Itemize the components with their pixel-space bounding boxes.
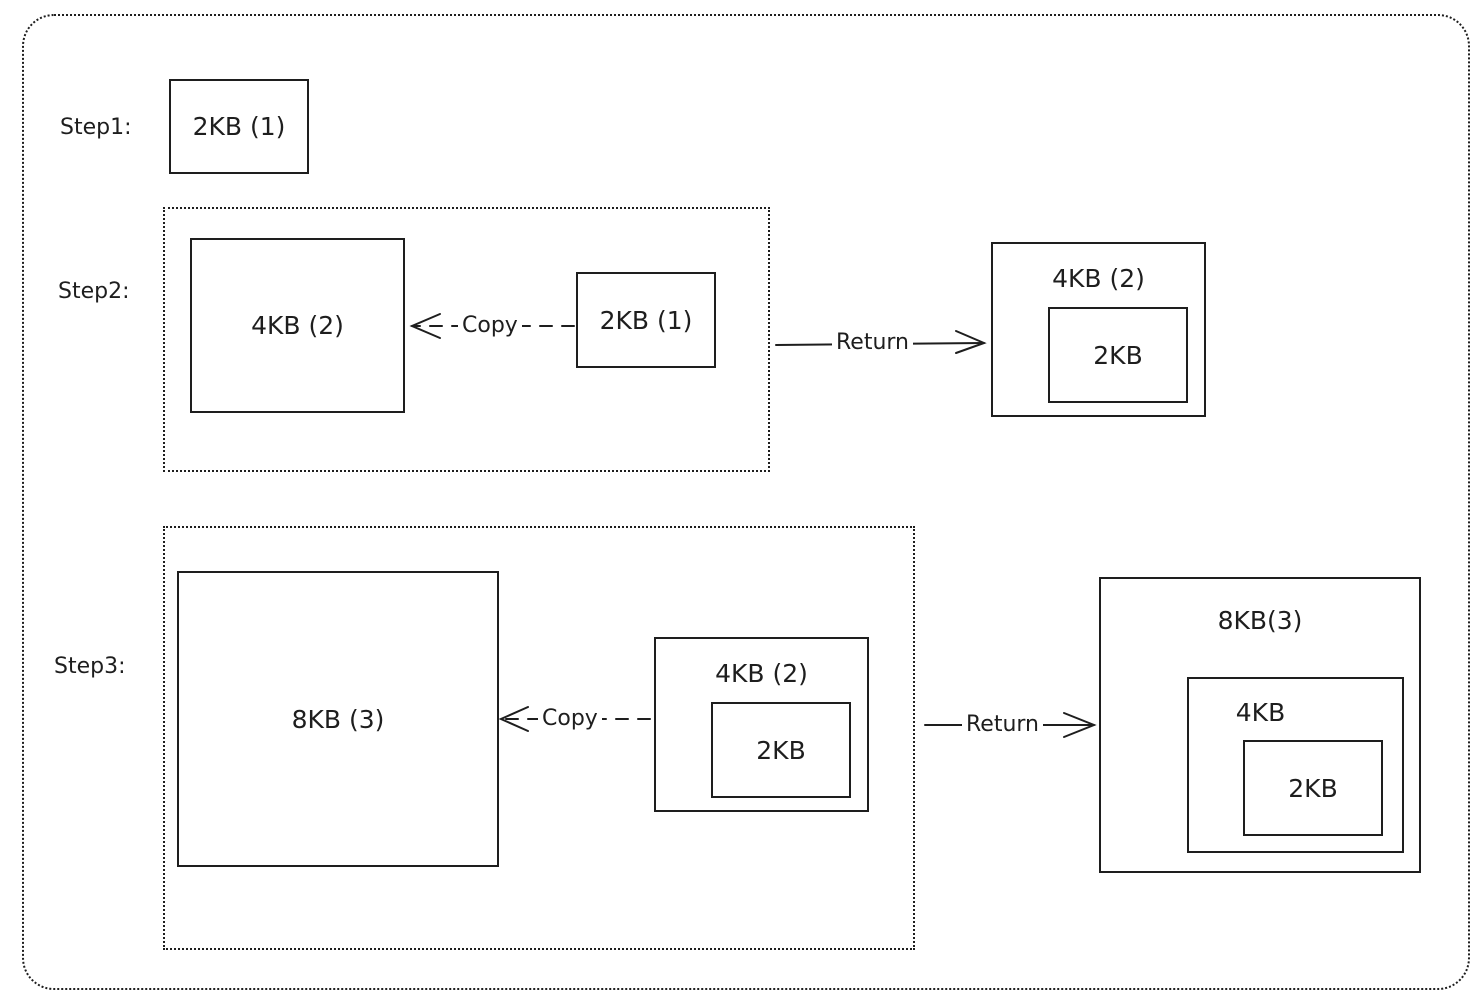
step2-copy-label: Copy — [458, 315, 522, 337]
step2-copy-arrow — [409, 313, 575, 339]
step2-return-label: Return — [832, 332, 914, 354]
step2-group-frame — [163, 207, 770, 472]
step1-block-2kb: 2KB (1) — [169, 79, 309, 174]
step3-group-frame — [163, 526, 915, 950]
step3-return-label: Return — [962, 714, 1044, 736]
step3-result-block-8kb: 8KB(3) 4KB 2KB — [1099, 577, 1421, 873]
step3-result-outer-label: 8KB(3) — [1217, 606, 1303, 635]
step3-old-outer-label: 4KB (2) — [715, 659, 808, 688]
step1-block-label: 2KB (1) — [192, 112, 286, 141]
step2-new-block-4kb: 4KB (2) — [190, 238, 405, 413]
step1-label: Step1: — [60, 115, 132, 140]
step3-label: Step3: — [54, 654, 126, 679]
step2-old-block-label: 2KB (1) — [599, 305, 693, 335]
step3-result-inner-2kb: 2KB — [1243, 740, 1383, 836]
step3-old-inner-2kb: 2KB — [711, 702, 851, 798]
step2-result-inner-2kb: 2KB — [1048, 307, 1188, 403]
outer-frame — [22, 14, 1470, 990]
step2-result-block-4kb: 4KB (2) 2KB — [991, 242, 1206, 417]
step2-old-block-2kb: 2KB (1) — [576, 272, 716, 368]
step2-result-outer-label: 4KB (2) — [1052, 264, 1145, 293]
step3-old-block-4kb: 4KB (2) 2KB — [654, 637, 869, 812]
step3-new-block-label: 8KB (3) — [291, 704, 385, 734]
step3-new-block-8kb: 8KB (3) — [177, 571, 499, 867]
step3-result-inner-label: 2KB — [1288, 773, 1338, 803]
step3-result-middle-4kb: 4KB 2KB — [1187, 677, 1404, 853]
step3-old-inner-label: 2KB — [756, 735, 806, 765]
step2-label: Step2: — [58, 279, 130, 304]
step3-copy-label: Copy — [538, 708, 602, 730]
step2-result-inner-label: 2KB — [1093, 340, 1143, 370]
step2-new-block-label: 4KB (2) — [251, 311, 344, 340]
step3-result-middle-label: 4KB — [1235, 698, 1286, 727]
